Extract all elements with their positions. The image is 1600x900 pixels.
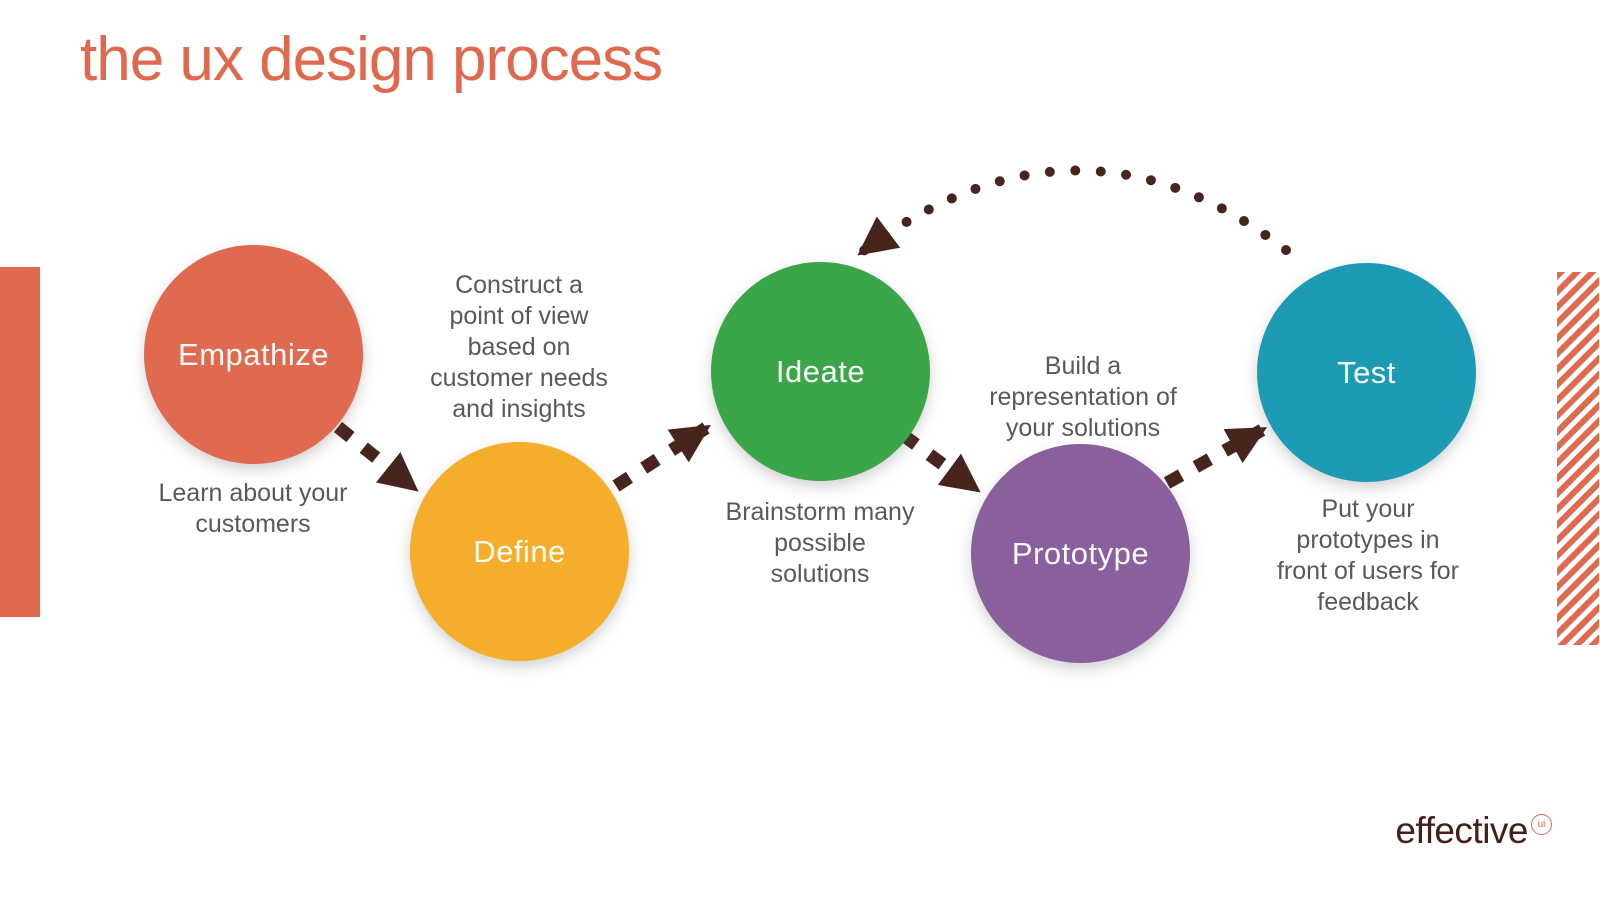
- left-accent-bar: [0, 267, 40, 617]
- step-label-test: Test: [1337, 354, 1396, 390]
- step-circle-prototype: Prototype: [971, 444, 1190, 663]
- step-circle-test: Test: [1257, 263, 1476, 482]
- arrow-define-to-ideate-icon: [612, 422, 711, 492]
- step-circle-ideate: Ideate: [711, 262, 930, 481]
- step-description-define: Construct a point of view based on custo…: [430, 271, 608, 423]
- step-circle-empathize: Empathize: [144, 245, 363, 464]
- step-description-ideate: Brainstorm many possible solutions: [725, 498, 915, 588]
- logo-text: effective: [1395, 810, 1528, 851]
- page-title: the ux design process: [80, 25, 663, 94]
- right-accent-stripes: [1557, 272, 1599, 645]
- step-label-ideate: Ideate: [775, 353, 866, 389]
- step-circle-define: Define: [410, 442, 629, 661]
- step-label-prototype: Prototype: [1011, 535, 1150, 571]
- arrow-empathize-to-define-icon: [333, 421, 419, 494]
- step-description-test: Put your prototypes in front of users fo…: [1276, 495, 1460, 616]
- arrow-ideate-to-prototype-icon: [899, 429, 981, 495]
- logo-ui-badge-icon: ui: [1531, 814, 1552, 835]
- arrow-test-back-to-ideate-icon: [857, 165, 1291, 257]
- step-label-empathize: Empathize: [178, 336, 329, 372]
- step-label-define: Define: [473, 533, 566, 569]
- step-description-empathize: Learn about your customers: [158, 479, 348, 538]
- step-description-prototype: Build a representation of your solutions: [989, 352, 1177, 442]
